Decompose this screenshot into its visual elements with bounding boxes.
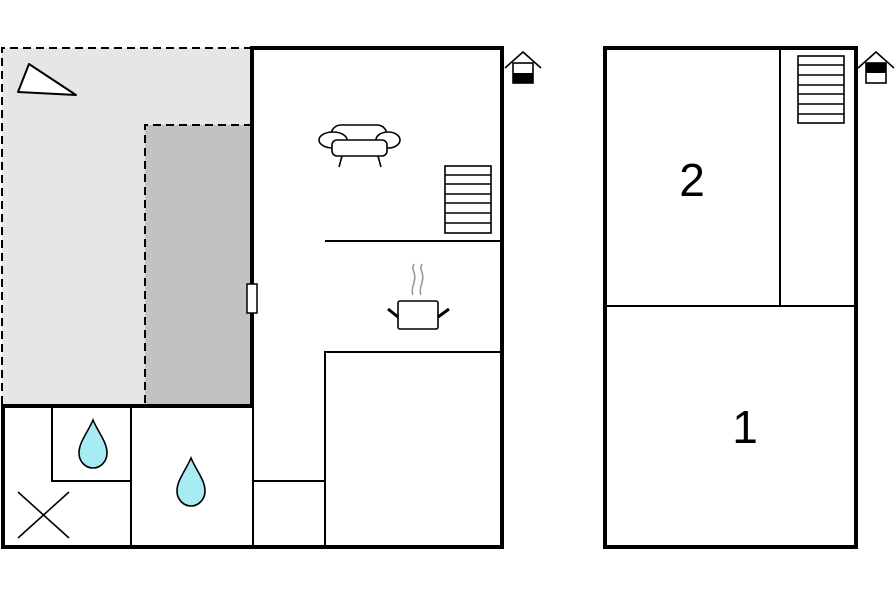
cross-icon bbox=[17, 491, 70, 539]
stairs-icon bbox=[444, 165, 492, 234]
terrace-outline bbox=[1, 47, 252, 405]
house-floor-icon bbox=[857, 50, 895, 84]
water-drop-icon bbox=[78, 417, 108, 469]
terrace-triangle-icon bbox=[17, 63, 77, 96]
sofa-icon bbox=[318, 124, 401, 168]
bathroom-wing-wall bbox=[1, 404, 252, 549]
covered-terrace-outline bbox=[144, 124, 252, 405]
cooking-pot-icon bbox=[387, 263, 450, 330]
water-drop-icon bbox=[176, 455, 206, 507]
stairs-icon bbox=[797, 55, 845, 124]
upper-wall-outline bbox=[603, 46, 858, 549]
shower-wall bbox=[51, 406, 131, 482]
upper-floor: 2 1 bbox=[603, 46, 895, 549]
door-icon bbox=[246, 283, 258, 314]
covered-terrace-area bbox=[145, 125, 252, 405]
ground-floor bbox=[1, 46, 542, 549]
house-floor-icon bbox=[504, 50, 542, 84]
main-wall-outline bbox=[250, 46, 504, 549]
room-label-2: 2 bbox=[679, 154, 705, 206]
room-label-1: 1 bbox=[732, 401, 758, 453]
